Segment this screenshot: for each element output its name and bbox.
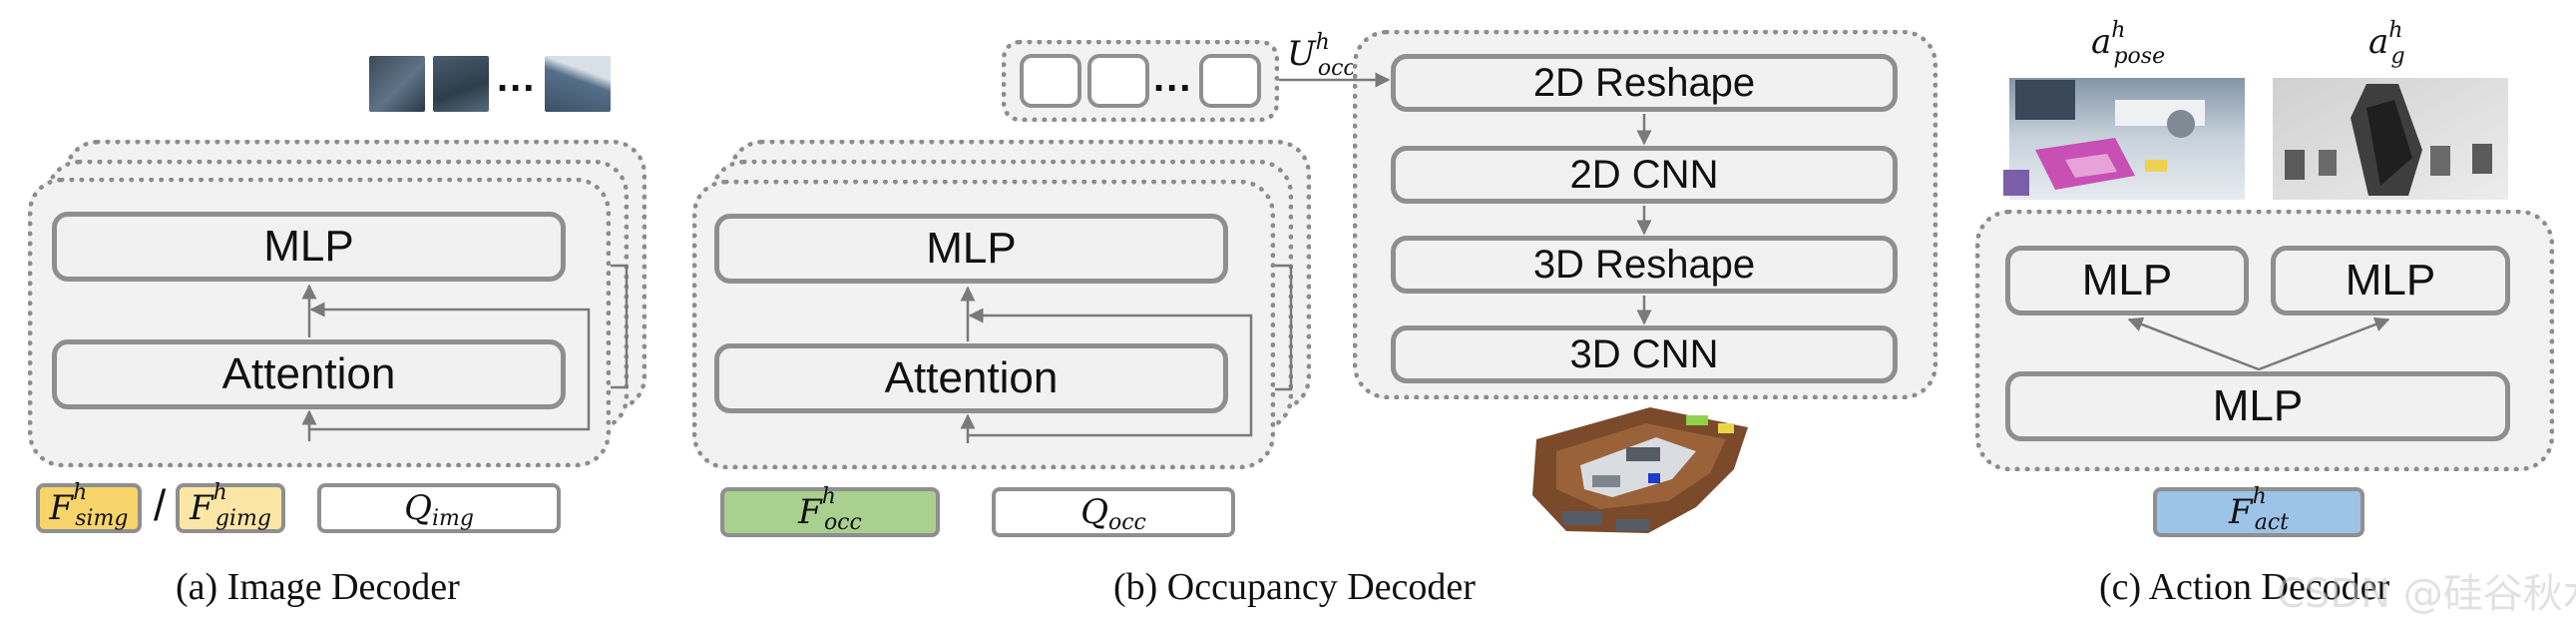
grip-render-image (2273, 78, 2508, 200)
image-thumbnail-2 (433, 56, 489, 112)
image-thumbnail-ellipsis: ... (497, 56, 537, 100)
stage-3d-cnn: 3D CNN (1391, 325, 1898, 383)
occupancy-token-2 (1087, 54, 1149, 108)
occupancy-token-3 (1199, 54, 1261, 108)
grip-output-label: ahg (2368, 18, 2405, 69)
action-mlp-left: MLP (2005, 246, 2249, 316)
occupancy-attention-block: Attention (714, 343, 1228, 413)
occupancy-token-1 (1020, 54, 1081, 108)
pose-render-image (2009, 78, 2245, 200)
action-mlp-right: MLP (2271, 246, 2510, 316)
image-decoder-caption: (a) Image Decoder (176, 566, 460, 608)
action-mlp-bottom: MLP (2005, 371, 2510, 441)
pose-output-label: ahpose (2091, 18, 2166, 69)
stage-3d-reshape: 3D Reshape (1391, 236, 1898, 294)
occupancy-mlp-block: MLP (714, 214, 1228, 284)
input-separator: / (154, 481, 167, 530)
occupancy-token-ellipsis: ... (1153, 56, 1193, 100)
stage-2d-reshape: 2D Reshape (1391, 54, 1898, 112)
image-thumbnail-3 (545, 56, 611, 112)
image-attention-block: Attention (52, 339, 566, 409)
image-attention-label: Attention (221, 349, 396, 398)
occupancy-decoder-caption: (b) Occupancy Decoder (1113, 566, 1476, 608)
action-decoder-caption: (c) Action Decoder (2099, 566, 2390, 608)
occupancy-attention-label: Attention (884, 353, 1059, 402)
image-mlp-label: MLP (263, 222, 354, 271)
occupancy-token-label: Uhocc (1287, 30, 1356, 81)
watermark: CSDN @硅谷秋水 (2277, 571, 2576, 617)
image-thumbnail-1 (369, 56, 425, 112)
image-mlp-block: MLP (52, 212, 566, 282)
stage-2d-cnn: 2D CNN (1391, 146, 1898, 204)
occupancy-mlp-label: MLP (926, 224, 1017, 273)
